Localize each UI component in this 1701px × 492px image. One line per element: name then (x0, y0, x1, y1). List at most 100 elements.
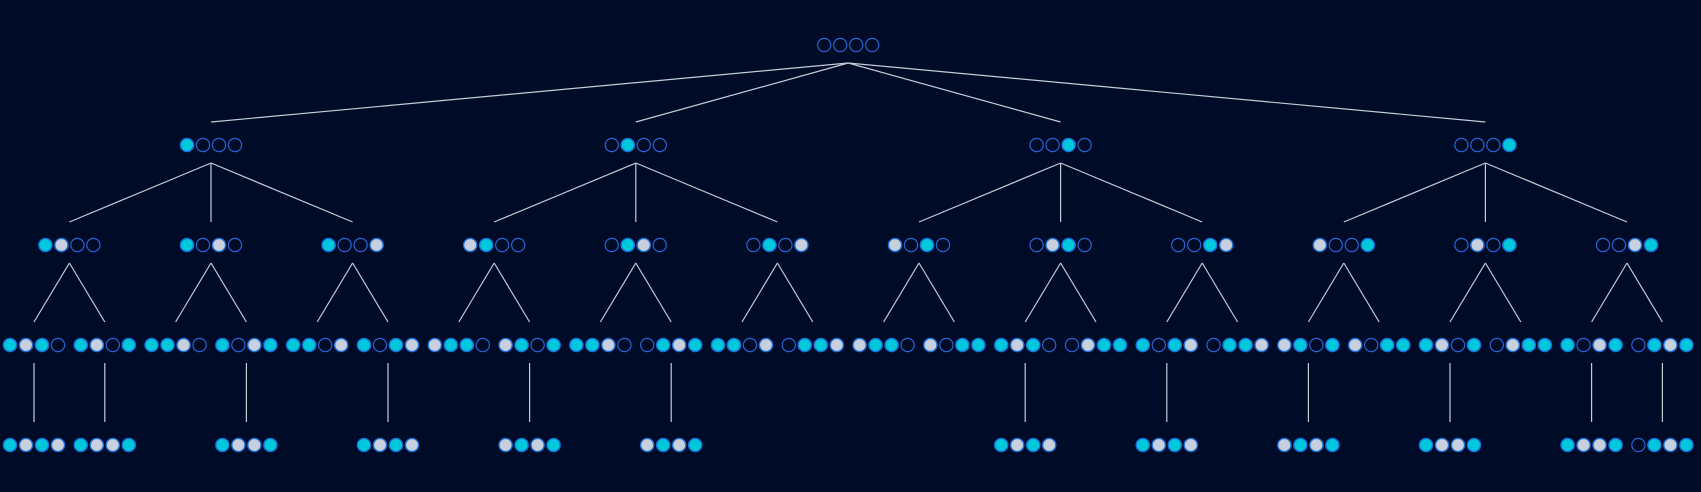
state-node-root-1-0 (462, 237, 526, 253)
state-node-root-1-2-0 (710, 337, 774, 353)
slot-cyan (459, 337, 475, 353)
state-node-root-2-1-0 (993, 337, 1057, 353)
state-node-root-1 (604, 137, 668, 153)
slot-gray (1347, 337, 1363, 353)
slot-cyan (1135, 337, 1151, 353)
slot-cyan (1502, 237, 1517, 253)
slot-empty (1186, 237, 1202, 253)
slot-cyan (1521, 337, 1537, 353)
slot-gray (1009, 437, 1025, 453)
slot-empty (1489, 337, 1505, 353)
slot-gray (54, 237, 69, 253)
slot-empty (1454, 237, 1469, 253)
tree-edge (68, 262, 106, 323)
slot-empty (86, 237, 101, 253)
slot-cyan (762, 237, 777, 253)
slot-cyan (620, 237, 636, 253)
slot-cyan (73, 337, 89, 353)
tree-edge (210, 62, 849, 123)
state-node-root-1-1 (604, 237, 668, 253)
slot-gray (1592, 337, 1607, 353)
slot-gray (211, 237, 227, 253)
slot-gray (1592, 437, 1607, 453)
slot-cyan (569, 337, 584, 353)
tree-edge (741, 262, 778, 323)
slot-empty (636, 137, 652, 153)
state-node-root-2-2 (1170, 237, 1234, 253)
tree-edge (1591, 262, 1628, 323)
slot-cyan (884, 337, 899, 353)
slot-cyan (620, 137, 636, 153)
slot-cyan (1222, 337, 1237, 353)
state-node-root-0-0-1-0 (73, 437, 137, 453)
slot-empty (211, 137, 227, 153)
slot-empty (935, 237, 951, 253)
state-node-root (817, 37, 880, 53)
state-node-root-0-0-1 (73, 337, 137, 353)
slot-empty (865, 37, 880, 53)
slot-cyan (388, 437, 404, 453)
slot-cyan (1293, 437, 1308, 453)
tree-edge (776, 262, 814, 323)
slot-empty (475, 337, 490, 353)
slot-empty (195, 137, 211, 153)
slot-gray (1080, 337, 1096, 353)
tree-edge (635, 62, 849, 123)
slot-gray (1183, 337, 1199, 353)
slot-empty (1595, 237, 1611, 253)
state-node-root-2 (1029, 137, 1092, 153)
tree-edge (848, 62, 1061, 123)
slot-cyan (1167, 337, 1183, 353)
state-node-root-2-2-0-0 (1135, 437, 1199, 453)
slot-cyan (1202, 237, 1218, 253)
slot-cyan (1167, 437, 1183, 453)
state-node-root-3-1-0 (1418, 337, 1482, 353)
slot-gray (829, 337, 845, 353)
slot-cyan (1537, 337, 1553, 353)
slot-cyan (1647, 337, 1662, 353)
slot-gray (671, 337, 687, 353)
slot-cyan (514, 437, 529, 453)
state-node-root-2-1-1 (1064, 337, 1128, 353)
tree-edge (352, 262, 389, 323)
tree-edge (848, 62, 1486, 123)
slot-cyan (321, 237, 336, 253)
slot-empty (1454, 137, 1469, 153)
slot-cyan (1025, 337, 1041, 353)
nodes-layer (2, 37, 1694, 453)
slot-empty (1064, 337, 1080, 353)
slot-gray (1277, 337, 1292, 353)
edges-layer (33, 62, 1664, 422)
slot-cyan (388, 337, 404, 353)
tree-edge (635, 162, 778, 223)
tree-edge (458, 262, 495, 323)
slot-empty (105, 337, 121, 353)
slot-empty (353, 237, 368, 253)
slot-cyan (215, 437, 230, 453)
slot-gray (758, 337, 774, 353)
tree-edge (493, 162, 637, 223)
state-node-root-2-0 (887, 237, 951, 253)
tree-edge (599, 262, 637, 323)
slot-empty (1045, 137, 1060, 153)
state-node-root-2-2-0 (1135, 337, 1199, 353)
state-node-root-3-0-0 (1277, 337, 1340, 353)
slot-cyan (955, 337, 970, 353)
slot-gray (372, 437, 388, 453)
slot-empty (195, 237, 211, 253)
slot-empty (70, 237, 85, 253)
slot-cyan (285, 337, 301, 353)
slot-cyan (1560, 337, 1575, 353)
state-node-root-1-0-0 (427, 337, 490, 353)
slot-empty (903, 237, 919, 253)
slot-empty (530, 337, 545, 353)
slot-empty (742, 337, 758, 353)
slot-cyan (1325, 337, 1340, 353)
state-node-root-3-1-1 (1489, 337, 1553, 353)
slot-empty (1576, 337, 1591, 353)
tree-edge (1343, 262, 1380, 323)
slot-gray (887, 237, 903, 253)
slot-cyan (478, 237, 494, 253)
slot-empty (1631, 337, 1646, 353)
state-node-root-1-0-1 (498, 337, 561, 353)
